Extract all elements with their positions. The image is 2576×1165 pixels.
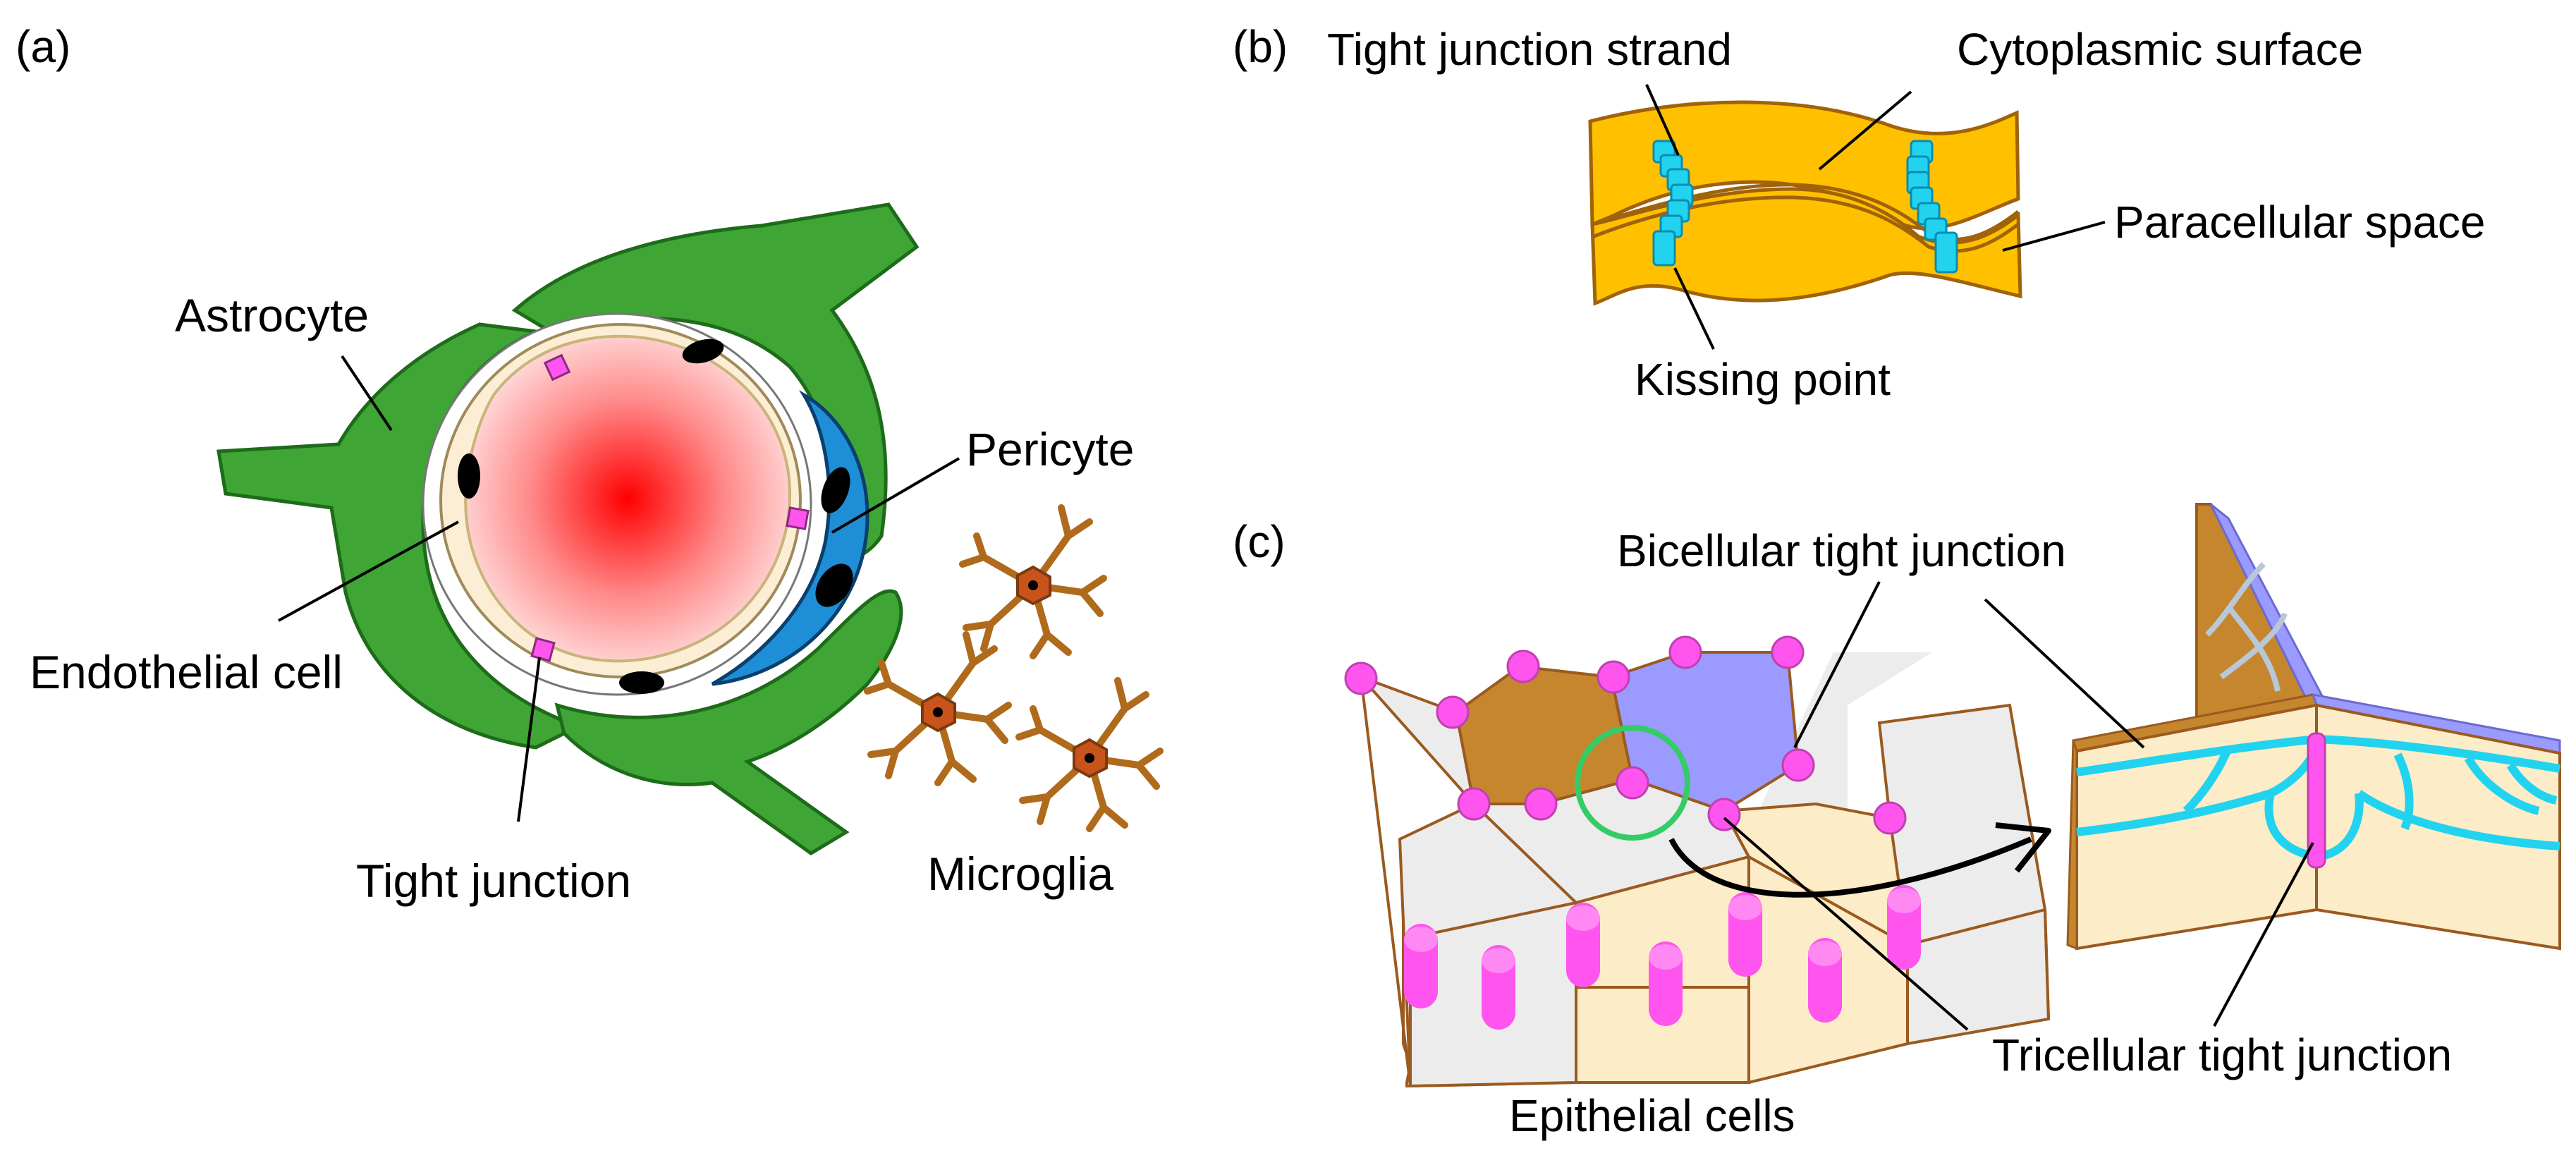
pericyte-leader — [831, 457, 960, 534]
kissing-point-label: Kissing point — [1635, 354, 1891, 405]
cytoplasmic-leader — [1818, 90, 1912, 171]
panel-b-label: (b) — [1233, 21, 1288, 72]
tricellular-column — [1482, 945, 1515, 1030]
tricellular-column — [1728, 892, 1762, 977]
magnified-junction — [2066, 503, 2561, 951]
panel-c-label: (c) — [1233, 516, 1286, 567]
tricellular-tight-junction-label: Tricellular tight junction — [1992, 1030, 2452, 1080]
zoom-arrow — [1668, 836, 2032, 898]
cytoplasmic-surface-label: Cytoplasmic surface — [1957, 24, 2363, 75]
tricellular-junction-dots — [1344, 635, 1907, 835]
bicellular-leader-2 — [1984, 598, 2145, 749]
endothelial-leader — [278, 520, 459, 622]
junction-highlight-circle — [1575, 725, 1690, 841]
kissing-point-leader — [1673, 267, 1715, 350]
bicellular-leader-1 — [1793, 581, 1881, 748]
paracellular-space-label: Paracellular space — [2114, 197, 2486, 248]
endothelial-nucleus — [682, 338, 724, 364]
tight-junction-label: Tight junction — [356, 855, 631, 907]
tricellular-column — [1808, 938, 1842, 1023]
pericyte-label: Pericyte — [966, 423, 1134, 475]
endothelial-nucleus — [458, 453, 480, 499]
panel-a-label: (a) — [16, 21, 71, 72]
epithelial-sheet — [1359, 651, 2051, 1088]
epithelial-cells-label: Epithelial cells — [1509, 1090, 1795, 1141]
tricellular-column — [1404, 924, 1438, 1008]
tricellular-leader-1 — [1723, 817, 1969, 1031]
microglia-cell — [963, 508, 1104, 656]
pericyte-nucleus — [821, 467, 850, 513]
endothelial-nucleus — [619, 671, 664, 694]
tight-junction-marker — [543, 353, 571, 382]
astrocyte-label: Astrocyte — [175, 289, 369, 341]
tricellular-leader-2 — [2213, 842, 2314, 1027]
tricellular-column — [1649, 941, 1683, 1026]
tight-junction-strand-right — [1906, 140, 1958, 274]
tight-junction-strand-left — [1652, 140, 1694, 267]
bicellular-tight-junction-label: Bicellular tight junction — [1617, 525, 2066, 576]
tricellular-column — [1566, 903, 1600, 987]
tight-junction-marker — [530, 637, 556, 662]
tight-junction-strand-label: Tight junction strand — [1327, 24, 1732, 75]
microglia-cell — [867, 635, 1008, 783]
zoom-arrowhead — [1995, 822, 2051, 873]
endothelial-cell-label: Endothelial cell — [30, 646, 343, 698]
paracellular-leader — [2002, 221, 2106, 252]
tight-junction-leader — [517, 657, 541, 822]
tight-junction-marker — [786, 506, 810, 530]
membrane-model — [1588, 100, 2022, 306]
microglia-label: Microglia — [927, 848, 1113, 900]
vessel-lumen — [464, 334, 792, 663]
strand-leader — [1645, 84, 1680, 156]
pericyte-nucleus — [815, 563, 853, 607]
astrocyte-leader — [341, 355, 393, 432]
microglia-cell — [1019, 681, 1160, 829]
tricellular-column — [1887, 885, 1921, 970]
